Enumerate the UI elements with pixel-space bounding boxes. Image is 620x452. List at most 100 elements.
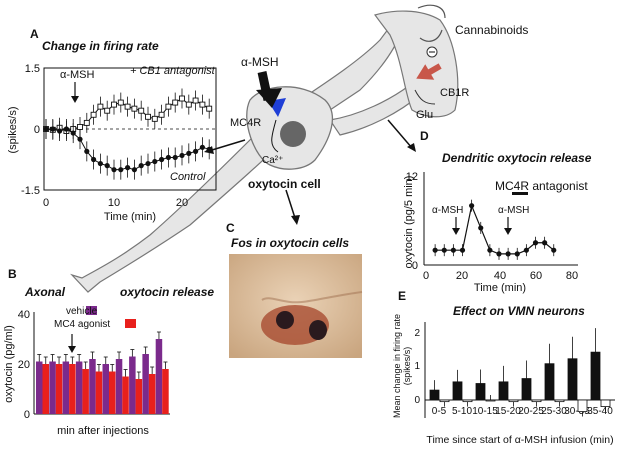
panel-b-bar-mc4 <box>135 379 143 414</box>
panel-a-title: Change in firing rate <box>42 39 159 53</box>
neuron-diagram: α-MSH MC4R Ca²⁺ oxytocin cell Cannabinoi… <box>70 4 528 293</box>
panel-a-point-antagonist <box>104 107 111 114</box>
panel-a-point-antagonist <box>145 113 151 120</box>
panel-e-bar-filled <box>452 381 463 401</box>
panel-b-bar-vehicle <box>36 361 43 414</box>
panel-a-point-control <box>138 163 144 169</box>
panel-c-title: Fos in oxytocin cells <box>231 236 349 250</box>
panel-e-letter: E <box>398 289 406 303</box>
panel-e-bar-open <box>508 399 519 403</box>
panel-a-point-antagonist <box>199 101 206 108</box>
panel-a-point-control <box>199 144 205 150</box>
panel-a-point-antagonist <box>77 124 83 130</box>
nucleus <box>280 121 306 147</box>
cb1r-receptor <box>416 63 442 80</box>
panel-b-bar-vehicle <box>62 361 70 414</box>
ca-curve <box>271 119 279 153</box>
panel-e-ytick-1: 1 <box>414 361 420 372</box>
panel-a-point-antagonist <box>111 101 117 108</box>
panel-a-point-control <box>125 165 131 171</box>
panel-b-bar-vehicle <box>155 339 163 414</box>
panel-e-xtick: 5-10 <box>452 406 472 417</box>
panel-e-bar-open <box>531 399 542 403</box>
panel-d-xtick-40: 40 <box>494 270 506 282</box>
panel-e-xtick: 15-20 <box>495 406 521 417</box>
panel-d-ytick-12: 12 <box>406 171 418 183</box>
panel-a-point-antagonist <box>90 111 97 118</box>
panel-b-bar-vehicle <box>102 364 109 414</box>
panel-a-point-control <box>97 160 103 167</box>
panel-a-point-antagonist <box>206 105 213 112</box>
panel-a-point-control <box>186 150 192 156</box>
panel-d-point <box>523 247 529 253</box>
panel-e-bar-open <box>554 399 565 403</box>
panel-a-point-control <box>152 158 158 165</box>
panel-d-point <box>514 251 520 257</box>
panel-d-xtick-0: 0 <box>423 270 429 282</box>
panel-b-ytick-40: 40 <box>18 309 30 321</box>
panel-d-point <box>532 240 539 246</box>
panel-e-bar-filled <box>567 358 578 401</box>
panel-d-title: Dendritic oxytocin release <box>442 151 592 165</box>
panel-a-control-label: Control <box>170 171 206 183</box>
panel-a-point-control <box>118 167 124 173</box>
panel-a-ytick-top: 1.5 <box>25 63 40 75</box>
cannabinoid-cycle-arrow-1 <box>417 4 446 19</box>
panel-a-point-control <box>91 156 97 163</box>
panel-a-point-control <box>77 136 83 142</box>
panel-e-xtick: 20-25 <box>518 406 544 417</box>
panel-d-point <box>542 240 548 246</box>
panel-b-chart <box>36 331 169 414</box>
panel-a-point-antagonist <box>192 97 199 104</box>
panel-e-bar-filled <box>590 351 601 401</box>
panel-c-letter: C <box>226 221 235 235</box>
panel-d-letter: D <box>420 129 429 143</box>
panel-d: D Dendritic oxytocin release 0 12 0 20 4… <box>403 129 592 294</box>
panel-d-point <box>450 247 456 253</box>
panel-a-chart <box>43 88 213 180</box>
panel-d-antagonist-bar <box>512 192 528 195</box>
panel-e-ylabel-line1: Mean change in firing rate <box>392 314 402 418</box>
panel-b-bar-mc4 <box>69 364 76 414</box>
legend-mc4-swatch <box>125 319 136 328</box>
panel-d-xlabel: Time (min) <box>474 282 526 294</box>
panel-e-bar-open <box>462 399 473 403</box>
panel-d-point <box>432 247 438 253</box>
panel-b-ylabel: oxytocin (pg/ml) <box>3 325 15 403</box>
panel-e-ytick-2: 2 <box>414 328 420 339</box>
panel-e-ylabel-line2: (spikes/s) <box>402 347 412 386</box>
panel-d-point <box>551 247 557 253</box>
panel-b-title-part2: oxytocin release <box>120 285 214 299</box>
panel-a-letter: A <box>30 27 39 41</box>
panel-e-ytick-0: 0 <box>414 395 420 406</box>
fos-nucleus-2 <box>309 320 327 340</box>
panel-b-xlabel: min after injections <box>57 425 149 437</box>
panel-a-point-antagonist <box>83 119 90 126</box>
panel-d-msh-label-2: α-MSH <box>498 205 529 216</box>
panel-b-bar-vehicle <box>129 356 136 414</box>
panel-b-bar-mc4 <box>42 364 49 414</box>
panel-a-point-control <box>131 167 137 173</box>
panel-e-bar-open <box>439 399 450 403</box>
panel-a-point-control <box>206 146 212 152</box>
panel-b-title-part1: Axonal <box>24 285 66 299</box>
panel-d-msh-label-1: α-MSH <box>432 205 463 216</box>
panel-a-xtick-20: 20 <box>176 197 188 209</box>
panel-e-bar-filled <box>544 363 555 401</box>
panel-a-point-control <box>70 130 76 136</box>
panel-b-bar-mc4 <box>82 369 89 414</box>
panel-e-xlabel: Time since start of α-MSH infusion (min) <box>426 434 613 446</box>
panel-d-point <box>478 225 484 231</box>
msh-arrowhead <box>256 88 282 108</box>
panel-a-point-antagonist <box>179 95 185 102</box>
panel-e-xtick: 30-35 <box>564 406 590 417</box>
panel-b-bar-vehicle <box>89 359 96 414</box>
panel-b-bar-mc4 <box>55 364 63 414</box>
panel-a-point-control <box>165 154 171 161</box>
panel-a-point-control <box>145 160 151 167</box>
panel-a-point-control <box>43 126 49 132</box>
panel-c: C Fos in oxytocin cells <box>226 221 363 358</box>
panel-b-bar-mc4 <box>148 374 156 414</box>
panel-a-point-antagonist <box>151 115 158 122</box>
